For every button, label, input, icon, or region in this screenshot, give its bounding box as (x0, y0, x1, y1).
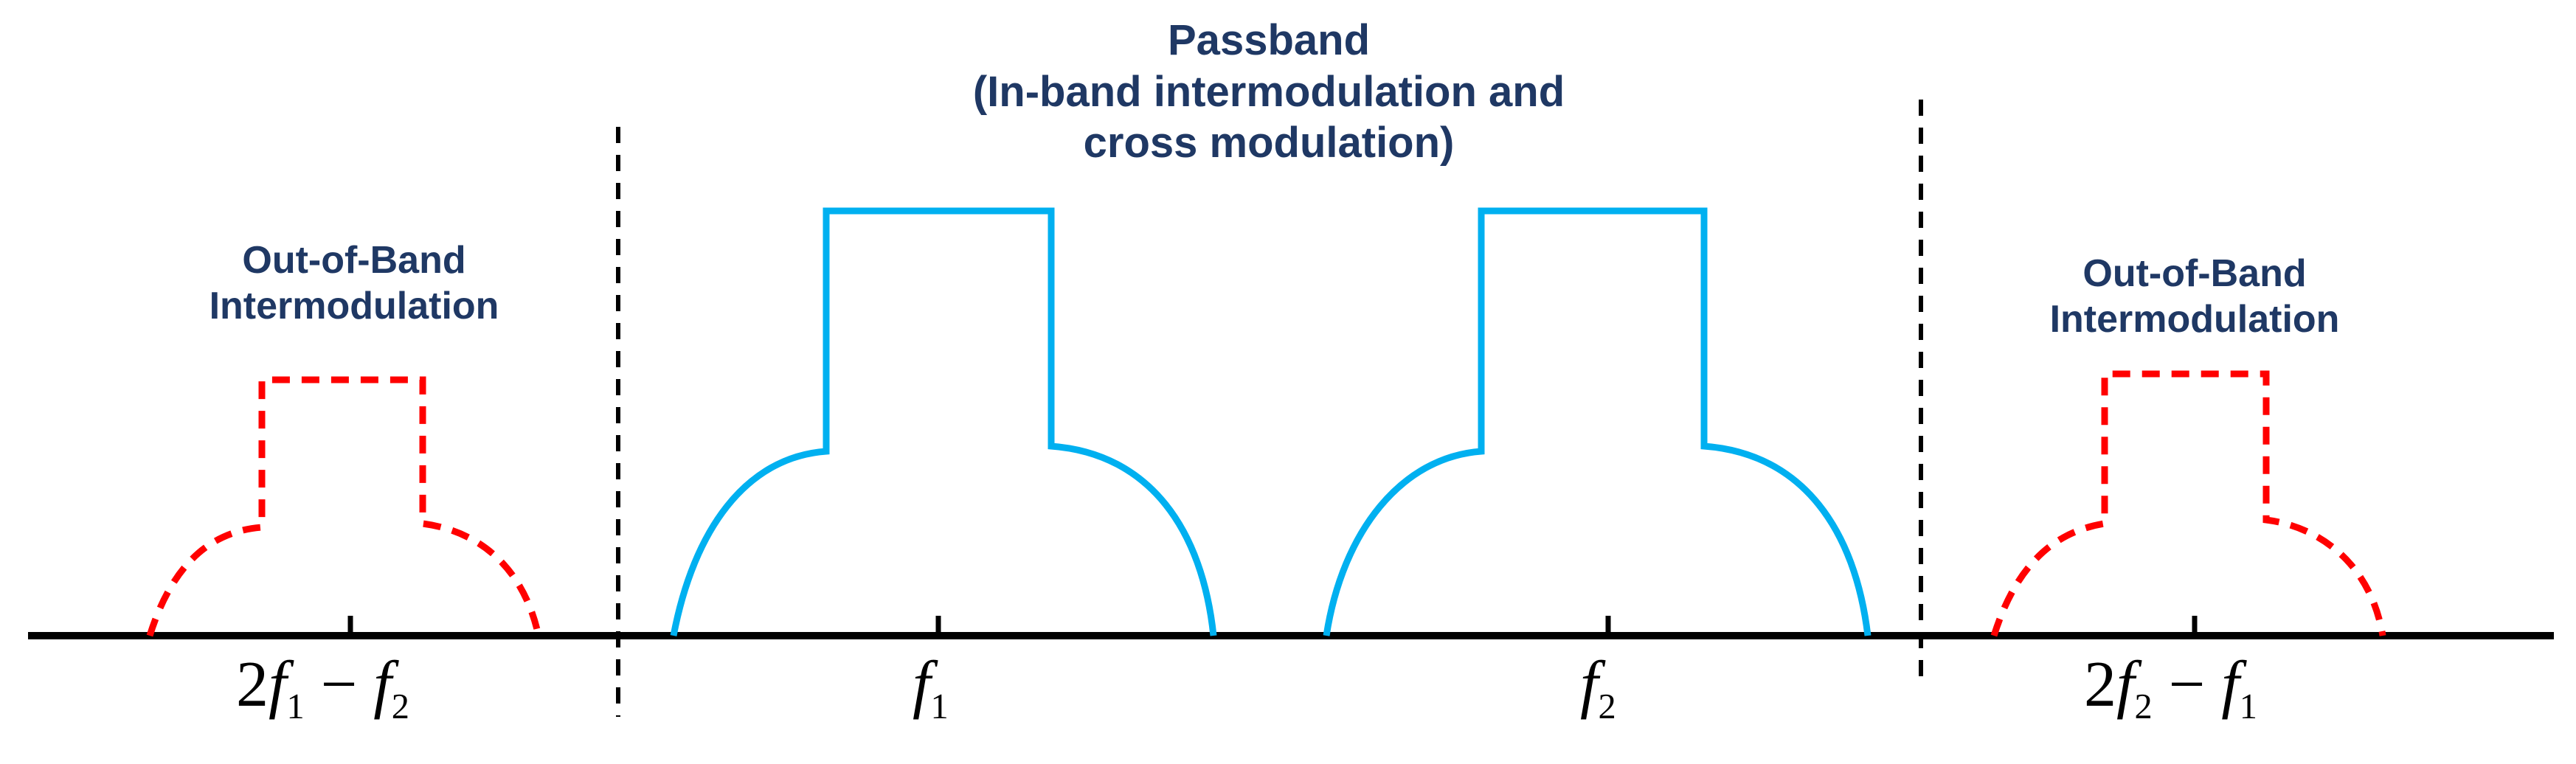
tick-label-2f1-minus-f2-fa: f (269, 649, 287, 720)
right-oob-line1: Out-of-Band (2082, 252, 2307, 295)
oob-im-right-shape (1990, 370, 2386, 637)
tick-label-2f1-minus-f2-suba: 1 (286, 687, 305, 726)
tick-label-2f2-minus-f1-fa: f (2116, 649, 2135, 720)
tick-label-2f2-minus-f1: 2f2 − f1 (2084, 653, 2257, 725)
right-oob-label: Out-of-Band Intermodulation (2010, 251, 2379, 343)
tick-label-2f2-minus-f1-subb: 1 (2239, 687, 2257, 726)
tick-label-2f1-minus-f2-op: − (320, 649, 358, 720)
passband-label: Passband (In-band intermodulation and cr… (870, 15, 1667, 169)
tick-label-2f2-minus-f1-op: − (2168, 649, 2206, 720)
passband-title: Passband (1168, 16, 1370, 64)
right-oob-line2: Intermodulation (2049, 298, 2340, 341)
left-oob-label: Out-of-Band Intermodulation (170, 237, 539, 330)
signal-f1-shape (670, 207, 1217, 636)
tick-label-f1-sub: 1 (930, 687, 949, 726)
tick-label-2f1-minus-f2-coef: 2 (236, 649, 269, 720)
tick-label-2f2-minus-f1-suba: 2 (2134, 687, 2153, 726)
signal-f2-shape (1323, 207, 1872, 636)
tick-label-2f1-minus-f2-subb: 2 (391, 687, 409, 726)
oob-im-left-shape (146, 376, 542, 637)
tick-label-f2-f: f (1580, 649, 1599, 720)
tick-label-2f1-minus-f2: 2f1 − f2 (236, 653, 409, 725)
tick-label-2f2-minus-f1-fb: f (2221, 649, 2240, 720)
passband-subtitle-line1: (In-band intermodulation and (972, 67, 1565, 116)
tick-label-f1-f: f (913, 649, 931, 720)
tick-label-2f2-minus-f1-coef: 2 (2084, 649, 2116, 720)
left-oob-line1: Out-of-Band (242, 239, 466, 282)
tick-label-f2: f2 (1580, 653, 1616, 725)
passband-subtitle-line2: cross modulation) (1083, 119, 1455, 167)
tick-label-2f1-minus-f2-fb: f (373, 649, 392, 720)
left-oob-line2: Intermodulation (209, 285, 499, 328)
tick-label-f1: f1 (913, 653, 949, 725)
tick-label-f2-sub: 2 (1598, 687, 1616, 726)
